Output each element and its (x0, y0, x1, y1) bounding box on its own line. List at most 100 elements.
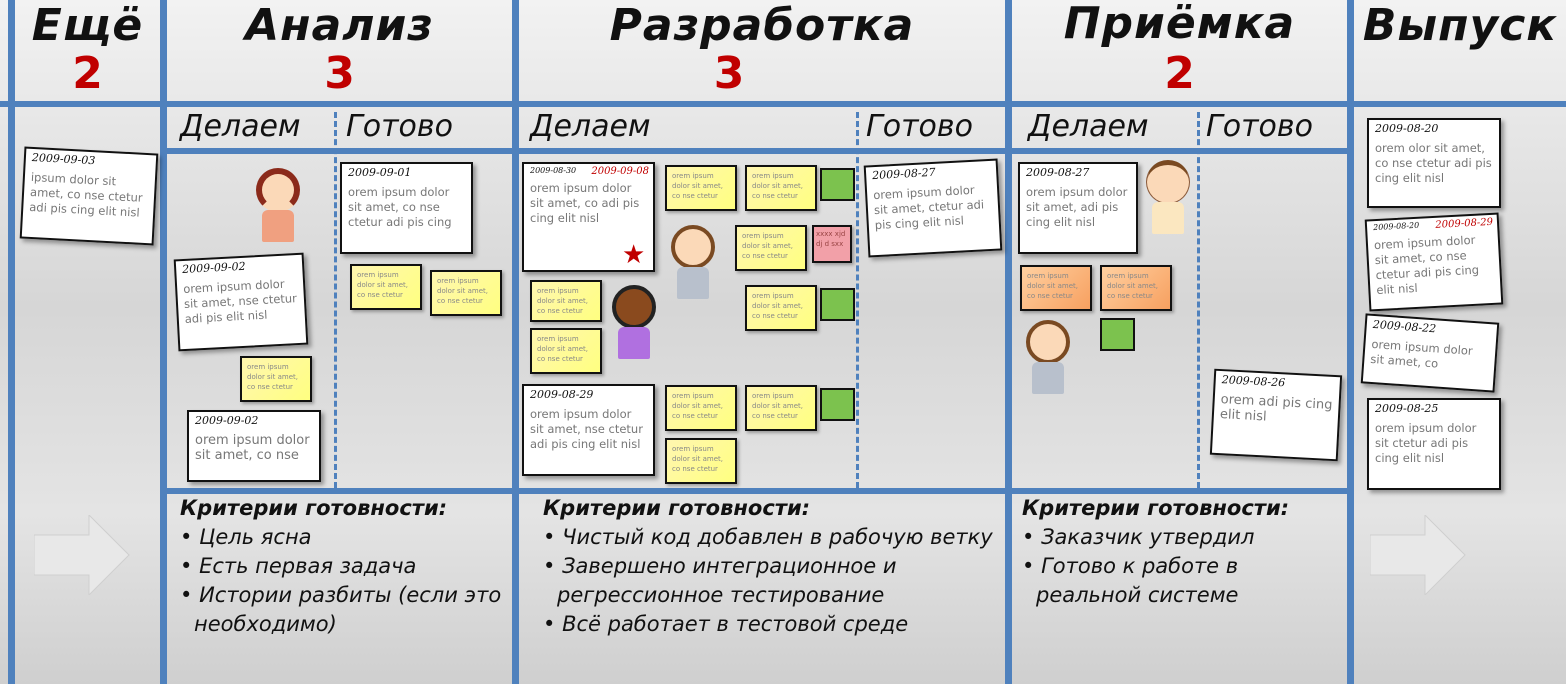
card-date: 2009-08-26 (1221, 373, 1286, 390)
card-date: 2009-09-02 (181, 259, 246, 277)
column-divider (8, 0, 15, 684)
flow-arrow-icon (34, 515, 130, 595)
card-text: orem ipsum dolor sit amet, co (1369, 336, 1474, 371)
sticky-note[interactable]: orem ipsum dolor sit amet, co nse ctetur (430, 270, 502, 316)
sticky-note[interactable]: orem ipsum dolor sit amet, co nse ctetur (1100, 265, 1172, 311)
subcolumn-doing: Делаем (180, 109, 301, 144)
criteria-item: Истории разбиты (если это необходимо) (180, 581, 510, 639)
sticky-note[interactable]: orem ipsum dolor sit amet, co nse ctetur (1020, 265, 1092, 311)
sticky-note[interactable]: orem ipsum dolor sit amet, co nse ctetur (665, 438, 737, 484)
sticky-note[interactable]: orem ipsum dolor sit amet, co nse ctetur (745, 165, 817, 211)
task-card[interactable]: 2009-08-27 orem ipsum dolor sit amet, adi… (1018, 162, 1138, 254)
column-divider (1005, 0, 1012, 684)
card-date: 2009-09-03 (31, 150, 96, 168)
done-marker (820, 288, 855, 321)
column-divider (512, 0, 519, 684)
task-card[interactable]: 2009-08-20 orem olor sit amet, co nse cte… (1367, 118, 1501, 208)
definition-of-done-development: Критерии готовности: Чистый код добавлен… (543, 494, 1001, 639)
team-member-avatar (1140, 160, 1196, 240)
card-text: orem ipsum dolor sit amet, nse ctetur ad… (530, 407, 643, 451)
subcolumn-done: Готово (346, 109, 453, 144)
card-text: orem olor sit amet, co nse ctetur adi pi… (1375, 141, 1492, 185)
sticky-note[interactable]: orem ipsum dolor sit amet, co nse ctetur (665, 385, 737, 431)
criteria-item: Цель ясна (180, 523, 510, 552)
subcolumn-doing: Делаем (530, 109, 651, 144)
blocker-note[interactable]: xxxx xjd dj d sxx (812, 225, 852, 263)
card-date: 2009-08-27 (1026, 166, 1090, 179)
team-member-avatar (665, 225, 721, 305)
column-title-acceptance: Приёмка (1063, 0, 1296, 49)
done-marker (820, 388, 855, 421)
sticky-note[interactable]: orem ipsum dolor sit amet, co nse ctetur (745, 385, 817, 431)
wip-limit: 2 (72, 48, 103, 99)
sticky-note[interactable]: orem ipsum dolor sit amet, co nse ctetur (735, 225, 807, 271)
criteria-item: Завершено интеграционное и регрессионное… (543, 552, 1001, 610)
subheader-divider (160, 148, 1354, 154)
wip-limit: 2 (1164, 48, 1195, 99)
criteria-item: Всё работает в тестовой среде (543, 610, 1001, 639)
subcolumn-divider (334, 112, 337, 488)
criteria-item: Заказчик утвердил (1022, 523, 1344, 552)
card-date: 2009-08-30 (530, 166, 577, 175)
team-member-avatar (250, 168, 306, 248)
header-divider (0, 101, 1566, 107)
column-title-backlog: Ещё (31, 0, 144, 51)
card-date: 2009-08-27 (871, 165, 936, 183)
sticky-note[interactable]: orem ipsum dolor sit amet, co nse ctetur (530, 328, 602, 374)
card-text: orem ipsum dolor sit amet, co adi pis ci… (530, 181, 640, 225)
done-marker (1100, 318, 1135, 351)
card-text: orem ipsum dolor sit ctetur adi pis cing… (1375, 421, 1477, 465)
card-due-date: 2009-08-29 (1435, 216, 1494, 231)
card-text: orem ipsum dolor sit amet, adi pis cing … (1026, 185, 1128, 229)
column-title-development: Разработка (609, 0, 915, 51)
definition-of-done-analysis: Критерии готовности: Цель яснаЕсть перва… (180, 494, 510, 639)
task-card[interactable]: 2009-08-30 2009-09-08 orem ipsum dolor sit… (522, 162, 655, 272)
sticky-note[interactable]: orem ipsum dolor sit amet, co nse ctetur (665, 165, 737, 211)
column-title-analysis: Анализ (245, 0, 434, 51)
card-date: 2009-08-22 (1372, 317, 1437, 336)
card-date: 2009-09-01 (348, 166, 412, 179)
flow-arrow-icon (1370, 515, 1466, 595)
task-card[interactable]: 2009-09-01 orem ipsum dolor sit amet, co … (340, 162, 473, 254)
card-text: ipsum dolor sit amet, co nse ctetur adi … (28, 169, 143, 220)
column-divider (160, 0, 167, 684)
subcolumn-divider (1197, 112, 1200, 488)
criteria-title: Критерии готовности: (180, 496, 448, 520)
wip-limit: 3 (324, 48, 355, 99)
sticky-note[interactable]: orem ipsum dolor sit amet, co nse ctetur (350, 264, 422, 310)
subcolumn-done: Готово (1206, 109, 1313, 144)
criteria-item: Готово к работе в реальной системе (1022, 552, 1344, 610)
card-text: orem ipsum dolor sit amet, ctetur adi pi… (872, 182, 985, 233)
card-date: 2009-08-20 (1375, 122, 1439, 135)
team-member-avatar (1020, 320, 1076, 400)
criteria-item: Чистый код добавлен в рабочую ветку (543, 523, 1001, 552)
definition-of-done-acceptance: Критерии готовности: Заказчик утвердилГо… (1022, 494, 1344, 610)
card-text: orem ipsum dolor sit amet, co nse ctetur… (348, 185, 452, 229)
subcolumn-doing: Делаем (1028, 109, 1149, 144)
criteria-title: Критерии готовности: (543, 496, 811, 520)
card-text: orem ipsum dolor sit amet, co nse (195, 433, 310, 463)
criteria-title: Критерии готовности: (1022, 496, 1290, 520)
column-divider (1347, 0, 1354, 684)
team-member-avatar (606, 285, 662, 365)
task-card[interactable]: 2009-08-29 orem ipsum dolor sit amet, nse… (522, 384, 655, 476)
card-due-date: 2009-09-08 (591, 166, 649, 177)
done-marker (820, 168, 855, 201)
sticky-note[interactable]: orem ipsum dolor sit amet, co nse ctetur (240, 356, 312, 402)
priority-star-icon: ★ (622, 240, 646, 270)
card-date: 2009-08-29 (530, 388, 594, 401)
card-date: 2009-09-02 (195, 414, 259, 427)
subcolumn-divider (856, 112, 859, 488)
subcolumn-done: Готово (866, 109, 973, 144)
wip-limit: 3 (713, 48, 745, 99)
task-card[interactable]: 2009-09-02 orem ipsum dolor sit amet, co … (187, 410, 321, 482)
sticky-note[interactable]: orem ipsum dolor sit amet, co nse ctetur (745, 285, 817, 331)
sticky-note[interactable]: orem ipsum dolor sit amet, co nse ctetur (530, 280, 602, 322)
